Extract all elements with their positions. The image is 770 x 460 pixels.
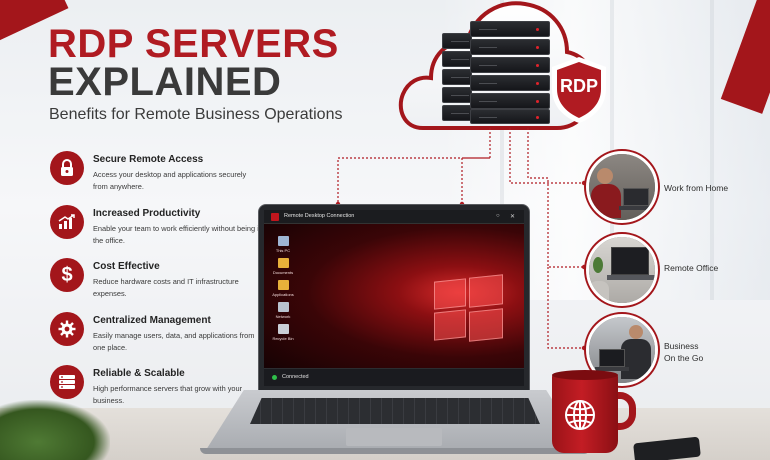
feature-cost-effective: $ Cost Effective Reduce hardware costs a… xyxy=(50,258,260,308)
use-case-label-line2: On the Go xyxy=(664,353,704,363)
plant-decoration xyxy=(0,400,110,460)
laptop-front-edge xyxy=(200,448,590,454)
feature-description: Easily manage users, data, and applicati… xyxy=(93,331,255,352)
work-from-home-photo xyxy=(586,151,658,223)
feature-description: Reduce hardware costs and IT infrastruct… xyxy=(93,277,239,298)
desktop-icon-label: Applications xyxy=(272,292,294,297)
windows-logo xyxy=(434,274,504,344)
desktop-icon-recycle-bin[interactable]: Recycle Bin xyxy=(270,324,296,341)
feature-productivity: Increased Productivity Enable your team … xyxy=(50,205,263,255)
connection-status: Connected xyxy=(282,374,309,380)
shield-icon xyxy=(552,57,606,123)
desktop-icon-label: Documents xyxy=(272,270,294,275)
status-bar: Connected xyxy=(264,368,524,386)
use-case-label: Work from Home xyxy=(664,183,729,193)
desktop-icon-network[interactable]: Network xyxy=(270,302,296,319)
feature-centralized-management: Centralized Management Easily manage use… xyxy=(50,312,260,362)
close-icon[interactable]: ✕ xyxy=(510,214,516,220)
mug-handle xyxy=(606,392,636,430)
feature-title: Centralized Management xyxy=(93,315,211,326)
mug-rim xyxy=(552,370,618,380)
use-case-label: Remote Office xyxy=(664,263,719,273)
window-title: Remote Desktop Connection xyxy=(284,213,355,219)
use-case-label-line1: Business xyxy=(664,341,699,351)
use-case-label: Business On the Go xyxy=(664,340,703,364)
desktop-icon-this-pc[interactable]: This PC xyxy=(270,236,296,253)
desktop-icon-documents[interactable]: Documents xyxy=(270,258,296,275)
feature-title: Secure Remote Access xyxy=(93,154,204,165)
server-rack xyxy=(442,21,552,125)
feature-description: Access your desktop and applications sec… xyxy=(93,170,247,191)
page-title-line2: EXPLAINED xyxy=(48,60,282,104)
desktop-icon-label: Network xyxy=(275,314,291,319)
feature-secure-access: Secure Remote Access Access your desktop… xyxy=(50,151,260,201)
page-title-line1: RDP SERVERS xyxy=(48,22,339,66)
minimize-icon[interactable]: ○ xyxy=(496,213,500,219)
feature-description: High performance servers that grow with … xyxy=(93,384,243,405)
feature-description: Enable your team to work efficiently wit… xyxy=(93,224,263,245)
remote-desktop-window: Remote Desktop Connection ○ ✕ This PC Do… xyxy=(264,210,524,386)
remote-desktop-background: This PC Documents Applications Network R… xyxy=(264,224,524,376)
laptop-keyboard xyxy=(250,398,540,424)
desktop-icon-label: This PC xyxy=(275,248,291,253)
feature-reliable-scalable: Reliable & Scalable High performance ser… xyxy=(50,365,260,415)
remote-office-photo xyxy=(586,234,658,306)
server-icon xyxy=(50,365,84,399)
gear-icon xyxy=(50,312,84,346)
rdp-badge-label: RDP xyxy=(559,76,598,96)
feature-title: Cost Effective xyxy=(93,261,160,272)
growth-chart-icon xyxy=(50,205,84,239)
connection-status-icon xyxy=(272,375,277,380)
lock-icon xyxy=(50,151,84,185)
feature-title: Increased Productivity xyxy=(93,208,201,219)
page-subtitle: Benefits for Remote Business Operations xyxy=(49,106,343,123)
globe-icon xyxy=(565,400,595,430)
rdp-app-icon xyxy=(271,213,279,221)
laptop-trackpad xyxy=(346,428,442,446)
desktop-icon-applications[interactable]: Applications xyxy=(270,280,296,297)
feature-title: Reliable & Scalable xyxy=(93,368,185,379)
dollar-icon: $ xyxy=(50,258,84,292)
window-titlebar: Remote Desktop Connection ○ ✕ xyxy=(264,210,524,224)
desktop-icon-label: Recycle Bin xyxy=(272,336,294,341)
